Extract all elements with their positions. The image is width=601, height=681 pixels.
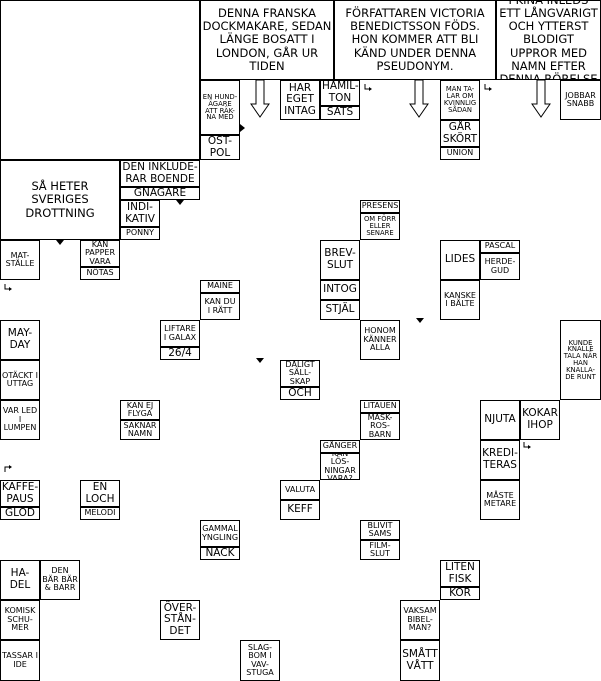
clue-kunde-knalle: KUNDE KNALLE TALA NÄR HAN KNALLA-DE RUNT (560, 320, 601, 400)
clue-sats: SATS (320, 106, 360, 120)
clue-valuta: VALUTA (280, 480, 320, 500)
clue-tassar-i-ide: TASSAR I IDE (0, 640, 40, 681)
clue-var-led: VAR LED I LUMPEN (0, 400, 40, 440)
clue-vaksam-bibelman: VAKSAM BIBEL-MAN? (400, 600, 440, 640)
clue-mayday: MAY-DAY (0, 320, 40, 360)
clue-gnagare: GNAGARE (120, 187, 200, 200)
clue-notas: NÖTAS (80, 267, 120, 280)
clue-pascal: PASCAL (480, 240, 520, 253)
clue-kan-du-i-ratt: KAN DU I RÄTT (200, 293, 240, 320)
arrow-bend-icon (484, 84, 492, 91)
clue-kokar-ihop: KOKAR IHOP (520, 400, 560, 440)
clue-daligt-sallskap: DÅLIGT SÄLL-SKAP (280, 360, 320, 387)
clue-saknar-namn: SAKNAR NAMN (120, 420, 160, 440)
clue-liten-fisk: LITEN FISK (440, 560, 480, 587)
clue-nack: NÄCK (200, 547, 240, 560)
clue-keff: KEFF (280, 500, 320, 520)
clue-och: OCH (280, 387, 320, 400)
clue-jobbar-snabb: JOBBAR SNABB (560, 80, 601, 120)
clue-om-forr: OM FÖRR ELLER SENARE (360, 213, 400, 240)
clue-kaffepaus: KAFFE-PAUS (0, 480, 40, 507)
clue-liftare: LIFTARE I GALAX (160, 320, 200, 347)
clue-maste-metare: MÅSTE METARE (480, 480, 520, 520)
clue-maskrosbarn: MASK-ROS-BARN (360, 413, 400, 440)
clue-intog: INTOG (320, 280, 360, 300)
clue-indikativ: INDI-KATIV (120, 200, 160, 227)
arrow-bend-icon (4, 465, 12, 472)
clue-krediteras: KREDI-TERAS (480, 440, 520, 480)
clue-union: UNION (440, 147, 480, 160)
clue-top-3: I KINA INLEDS ETT LÅNGVARIGT OCH YTTERST… (496, 0, 601, 80)
clue-ganger: GÅNGER (320, 440, 360, 453)
clue-kan-ej-flyga: KAN EJ FLYGA (120, 400, 160, 420)
clue-ostpol: ÖST-POL (200, 135, 240, 160)
arrow-right-icon (240, 124, 245, 132)
clue-ponny: PONNY (120, 227, 160, 240)
big-arrow-down-icon (531, 80, 551, 118)
clue-kan-losningar: KAN LÖS-NINGAR VARA? (320, 453, 360, 480)
clue-den-bar: DEN BÄR BÄR & BARR (40, 560, 80, 600)
arrow-bend-icon (4, 284, 12, 291)
clue-otackt: OTÄCKT I UTTAG (0, 360, 40, 400)
clue-en-loch: EN LOCH (80, 480, 120, 507)
arrow-down-icon (56, 240, 64, 245)
clue-den-inkluderar: DEN INKLUDE-RAR BOENDE (120, 160, 200, 187)
clue-kan-papper: KAN PAPPER VARA (80, 240, 120, 267)
clue-herdegud: HERDE-GUD (480, 253, 520, 280)
picture-area-top-left (0, 0, 200, 160)
big-arrow-down-icon (409, 80, 429, 118)
clue-man-talar: MAN TA-LAR OM KVINNLIG SÅDAN (440, 80, 480, 120)
clue-komisk-schumer: KOMISK SCHU-MER (0, 600, 40, 640)
clue-presens: PRESENS (360, 200, 400, 213)
clue-litauen: LITAUEN (360, 400, 400, 413)
clue-honom-kanner: HONOM KÄNNER ALLA (360, 320, 400, 360)
clue-filmslut: FILM-SLUT (360, 540, 400, 560)
big-arrow-down-icon (250, 80, 270, 118)
clue-brevslut: BREV-SLUT (320, 240, 360, 280)
arrow-down-icon (176, 200, 184, 205)
clue-top-2: FÖRFATTAREN VICTORIA BENEDICTSSON FÖDS. … (334, 0, 496, 80)
clue-kor: KÖR (440, 587, 480, 600)
clue-sa-heter: SÅ HETER SVERIGES DROTTNING (0, 160, 120, 240)
clue-matstalle: MAT-STÄLLE (0, 240, 40, 280)
arrow-down-icon (256, 358, 264, 363)
clue-njuta: NJUTA (480, 400, 520, 440)
clue-melodi: MELODI (80, 507, 120, 520)
clue-hamilton: HAMIL-TON (320, 80, 360, 106)
clue-top-1: DENNA FRANSKA DOCKMAKARE, SEDAN LÄNGE BO… (200, 0, 334, 80)
clue-stjal: STJÄL (320, 300, 360, 320)
arrow-down-icon (416, 318, 424, 323)
clue-kanske-i-balte: KANSKE I BÄLTE (440, 280, 480, 320)
clue-blivit-sams: BLIVIT SAMS (360, 520, 400, 540)
clue-en-hundagare: EN HUND-ÄGARE ATT RÄK-NA MED (200, 80, 240, 135)
clue-smatt-vatt: SMÅTT VÅTT (400, 640, 440, 681)
clue-glod: GLÖD (0, 507, 40, 520)
clue-hadel: HA-DEL (0, 560, 40, 600)
clue-lides: LIDES (440, 240, 480, 280)
clue-slagbom: SLAG-BOM I VAV-STUGA (240, 640, 280, 681)
clue-har-eget-intag: HAR EGET INTAG (280, 80, 320, 120)
clue-maine: MAINE (200, 280, 240, 293)
clue-26-4: 26/4 (160, 347, 200, 360)
clue-gammal-yngling: GAMMAL YNGLING (200, 520, 240, 547)
arrow-bend-icon (523, 442, 531, 449)
clue-overstandet: ÖVER-STÅN-DET (160, 600, 200, 640)
arrow-bend-icon (364, 84, 372, 91)
clue-gar-skort: GÅR SKÖRT (440, 120, 480, 147)
